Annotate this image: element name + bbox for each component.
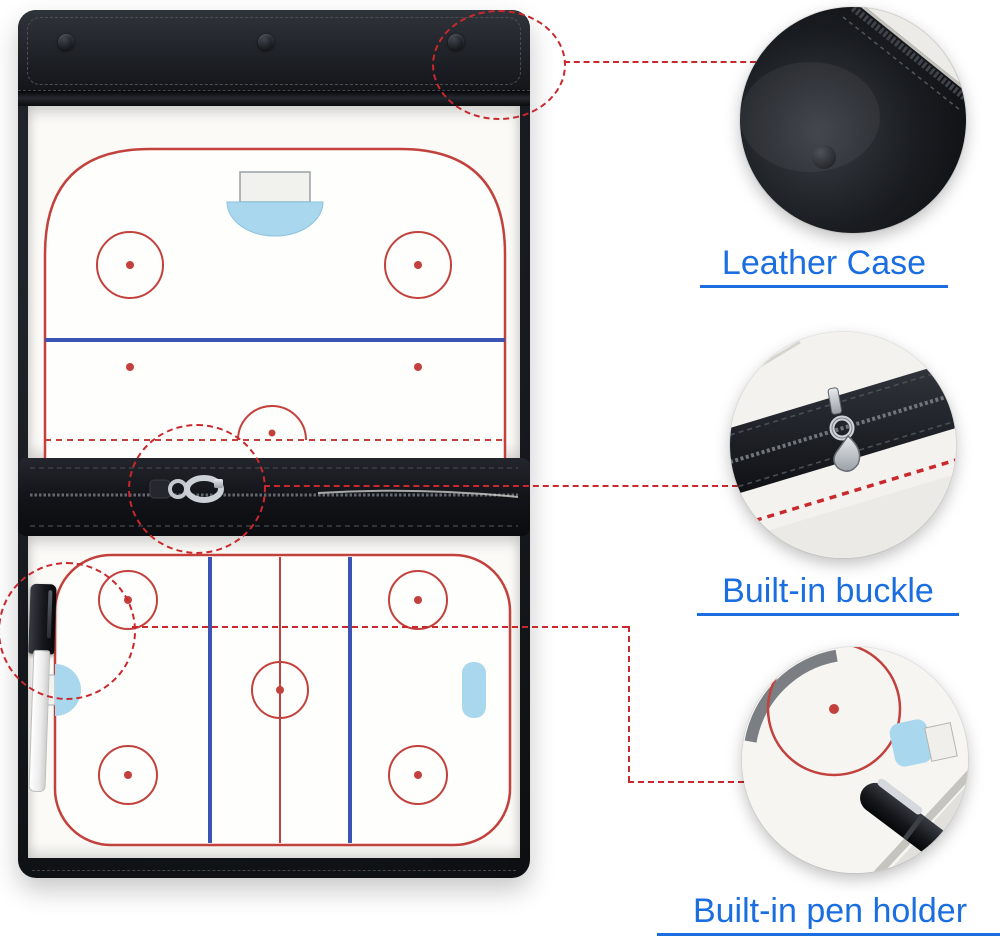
faceoff-circles — [96, 231, 452, 299]
callout-label-built-in-pen-holder: Built-in pen holder — [692, 892, 968, 930]
center-arc — [237, 405, 307, 441]
annotation-circle-buckle — [128, 424, 266, 554]
callout-label-built-in-buckle: Built-in buckle — [722, 572, 934, 610]
annotation-line-pen-3 — [628, 781, 744, 783]
whiteboard-panel-top — [28, 106, 520, 458]
goal-crease — [889, 719, 933, 767]
buckle-closeup — [730, 332, 956, 558]
coaching-board — [18, 10, 530, 878]
white-leather-back — [730, 474, 956, 558]
center-dot — [268, 429, 276, 437]
annotation-circle-pen — [0, 562, 136, 700]
leather-fringe-edge — [850, 7, 966, 103]
leather-case-closeup — [740, 7, 966, 233]
faceoff-dot — [126, 363, 134, 371]
goal-crease-right — [462, 662, 486, 718]
faceoff-dot — [414, 261, 422, 269]
flap-hem-seam — [18, 90, 530, 106]
faceoff-circle — [766, 647, 902, 777]
rink-outline — [43, 147, 507, 458]
buckle-clasp — [827, 387, 861, 472]
pen-holder-closeup — [742, 647, 968, 873]
stitch-line — [32, 870, 516, 871]
label-underline-leather-case — [700, 285, 948, 288]
callout-photo-pen-holder — [742, 647, 968, 873]
annotation-line-leather-case — [564, 61, 756, 63]
spine-graphic — [18, 458, 530, 536]
board-edge-line — [730, 340, 801, 386]
goal-box — [924, 722, 958, 762]
callout-photo-buckle — [730, 332, 956, 558]
label-underline-built-in-buckle — [697, 613, 959, 616]
leather-spine — [18, 458, 530, 536]
board-edge-shadow — [744, 649, 838, 743]
label-underline-built-in-pen-holder — [657, 933, 1000, 936]
annotation-circle-leather-case — [432, 10, 566, 120]
annotation-line-buckle — [264, 485, 738, 487]
snap-button — [258, 34, 274, 50]
marker-pen — [860, 778, 968, 873]
callout-photo-leather-case — [740, 7, 966, 233]
center-circle — [251, 661, 309, 719]
faceoff-dot — [126, 261, 134, 269]
blue-line — [45, 338, 505, 342]
faceoff-dot — [829, 704, 839, 714]
snap-button — [58, 34, 74, 50]
zipper — [730, 392, 956, 464]
rink-diagram-half — [43, 147, 507, 458]
red-dashed-line — [730, 458, 956, 530]
goal-box — [239, 171, 311, 203]
faceoff-dot — [414, 363, 422, 371]
annotation-line-pen-1 — [132, 626, 628, 628]
callout-label-leather-case: Leather Case — [721, 244, 927, 282]
annotation-line-pen-2 — [628, 626, 630, 782]
zipper-cord — [317, 489, 519, 498]
goal-crease — [226, 201, 324, 237]
pen-clip — [877, 778, 923, 815]
stitch-line — [842, 16, 961, 111]
snap-button — [812, 145, 836, 169]
